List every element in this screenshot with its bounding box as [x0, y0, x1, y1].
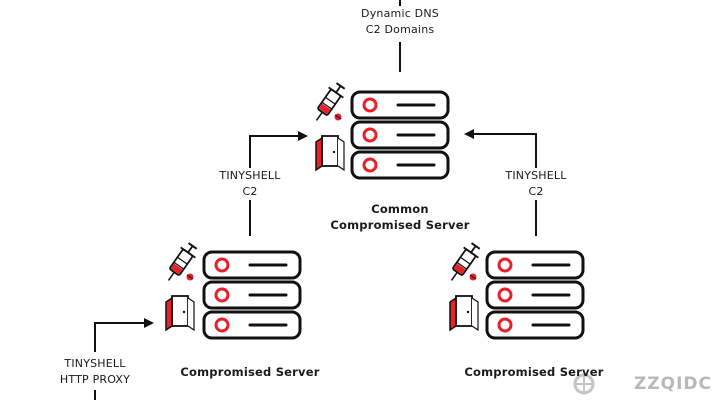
left-c2-label: TINYSHELL C2 — [200, 168, 300, 200]
center-door-icon — [315, 135, 345, 171]
center-server-label-line1: Common — [371, 202, 429, 216]
right-c2-label: TINYSHELL C2 — [486, 168, 586, 200]
left-c2-arrow — [249, 131, 308, 236]
right-door-icon — [449, 295, 479, 331]
right-syringe-icon — [443, 239, 484, 287]
watermark-logo — [573, 373, 595, 395]
left-server-icon — [204, 252, 300, 338]
right-c2-label-line2: C2 — [528, 185, 544, 198]
center-syringe-icon — [308, 79, 349, 127]
proxy-label-line1: TINYSHELL — [64, 357, 126, 370]
left-syringe-icon — [160, 239, 201, 287]
right-c2-label-line1: TINYSHELL — [505, 169, 567, 182]
left-c2-label-line2: C2 — [242, 185, 258, 198]
dns-label-line2: C2 Domains — [365, 23, 435, 36]
center-server-icon — [352, 92, 448, 178]
center-server-label: Common Compromised Server — [322, 201, 478, 233]
proxy-label-line2: HTTP PROXY — [59, 373, 131, 386]
proxy-label: TINYSHELL HTTP PROXY — [45, 356, 145, 388]
right-server-icon — [487, 252, 583, 338]
right-c2-arrow — [464, 129, 537, 236]
left-server-label: Compromised Server — [180, 365, 320, 379]
dns-label: Dynamic DNS C2 Domains — [350, 6, 450, 38]
proxy-arrow — [94, 318, 154, 352]
dns-label-line1: Dynamic DNS — [361, 7, 439, 20]
watermark-text: ZZQIDC — [633, 374, 712, 394]
left-door-icon — [165, 295, 195, 331]
right-server-label: Compromised Server — [464, 365, 604, 379]
center-server-label-line2: Compromised Server — [330, 218, 470, 232]
left-c2-label-line1: TINYSHELL — [219, 169, 281, 182]
